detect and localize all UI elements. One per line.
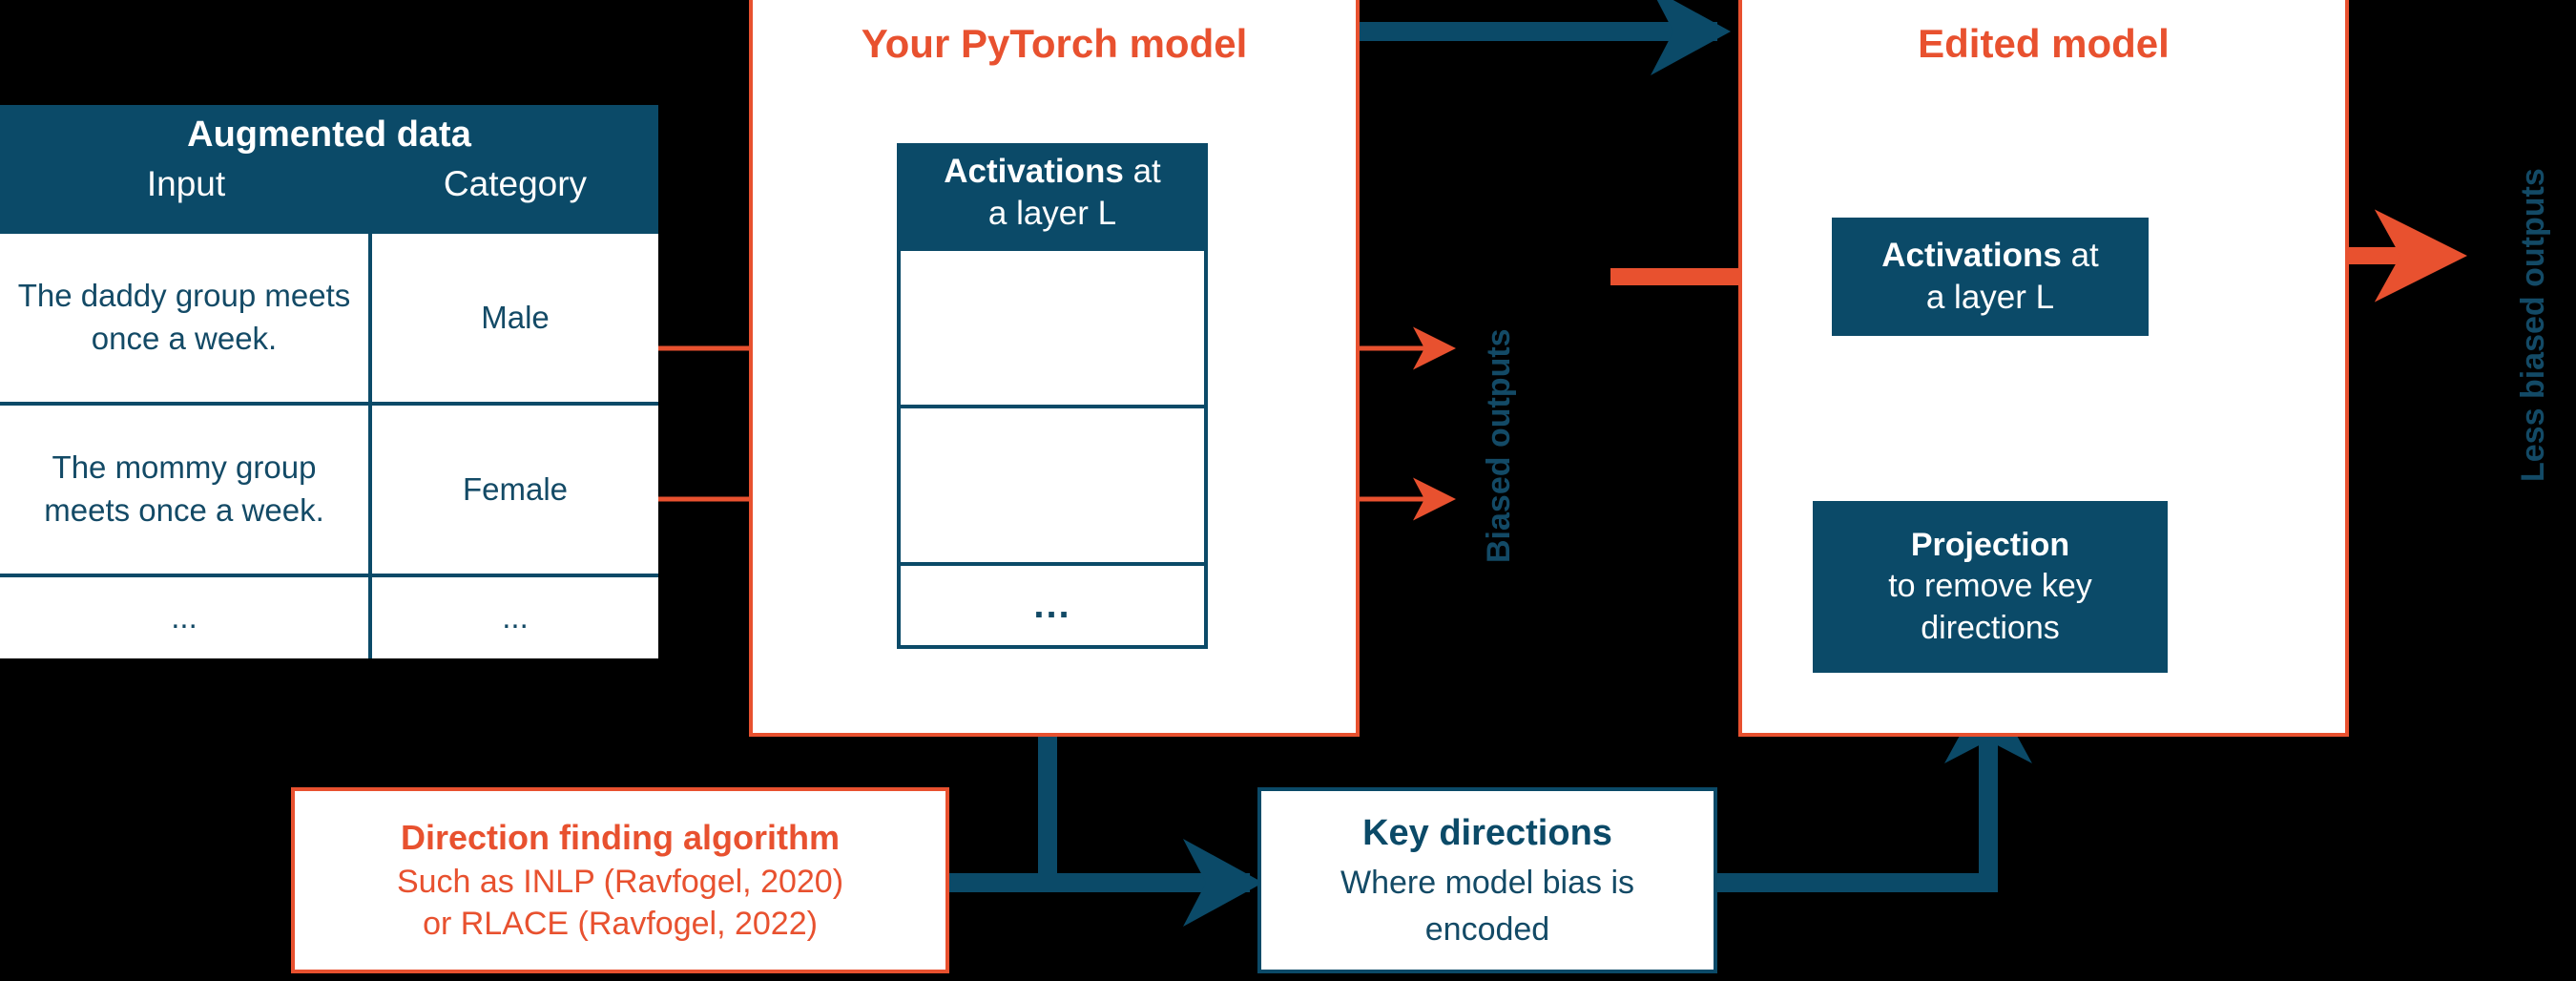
original-activations-box: Activations at a layer L ...	[897, 143, 1208, 649]
edited-activations-label: Activations at a layer L	[1881, 235, 2099, 319]
cell-input: The daddy group meets once a week.	[0, 234, 372, 402]
table-body: The daddy group meets once a week. Male …	[0, 234, 658, 658]
table-column-headers: Input Category	[0, 164, 658, 204]
table-title: Augmented data	[187, 115, 471, 155]
less-biased-outputs-label: Less biased outputs	[2515, 168, 2551, 482]
key-directions-box: Key directions Where model bias is encod…	[1257, 787, 1717, 973]
cell-input: ...	[0, 577, 372, 658]
direction-algorithm-title: Direction finding algorithm	[401, 817, 840, 857]
column-header-input: Input	[146, 164, 226, 203]
cell-input: The mommy group meets once a week.	[0, 406, 372, 574]
projection-title: Projection	[1910, 526, 2070, 563]
activations-at-word: at	[2061, 237, 2099, 275]
key-directions-line-3: encoded	[1424, 911, 1550, 949]
table-row: The daddy group meets once a week. Male	[0, 234, 658, 406]
column-header-category: Category	[443, 164, 588, 203]
arrow-key-directions-to-projection	[1717, 683, 2033, 892]
activations-layer-line: a layer L	[1925, 279, 2055, 316]
activations-word: Activations	[944, 153, 1124, 190]
key-directions-line-2: Where model bias is	[1340, 864, 1634, 901]
key-directions-title: Key directions	[1362, 812, 1612, 853]
table-header: Augmented data Input Category	[0, 105, 658, 234]
original-activations-label: Activations at a layer L	[897, 143, 1208, 251]
biased-outputs-label: Biased outputs	[1481, 328, 1517, 563]
activations-at-word: at	[1123, 153, 1161, 190]
projection-box: Projection to remove key directions	[1813, 501, 2168, 673]
cell-category: Female	[462, 470, 569, 507]
direction-finding-algorithm-box: Direction finding algorithm Such as INLP…	[291, 787, 949, 973]
projection-line-3: directions	[1921, 609, 2060, 646]
table-row: The mommy group meets once a week. Femal…	[0, 406, 658, 577]
cell-category: Male	[481, 299, 550, 335]
activation-row-1	[901, 251, 1204, 408]
activation-row-ellipsis: ...	[901, 566, 1204, 645]
activation-row-2	[901, 408, 1204, 566]
direction-algorithm-line-3: or RLACE (Ravfogel, 2022)	[423, 905, 818, 942]
table-row: ... ...	[0, 577, 658, 658]
activations-layer-line: a layer L	[987, 194, 1117, 232]
augmented-data-table: Augmented data Input Category The daddy …	[0, 105, 658, 658]
direction-algorithm-line-2: Such as INLP (Ravfogel, 2020)	[396, 863, 844, 900]
projection-line-2: to remove key	[1888, 568, 2092, 605]
activations-word: Activations	[1881, 237, 2062, 275]
cell-category: ...	[502, 599, 529, 636]
projection-label: Projection to remove key directions	[1888, 525, 2092, 650]
edited-model-title: Edited model	[1918, 21, 2170, 66]
pytorch-model-title: Your PyTorch model	[861, 21, 1248, 66]
edited-activations-box: Activations at a layer L	[1832, 218, 2149, 336]
